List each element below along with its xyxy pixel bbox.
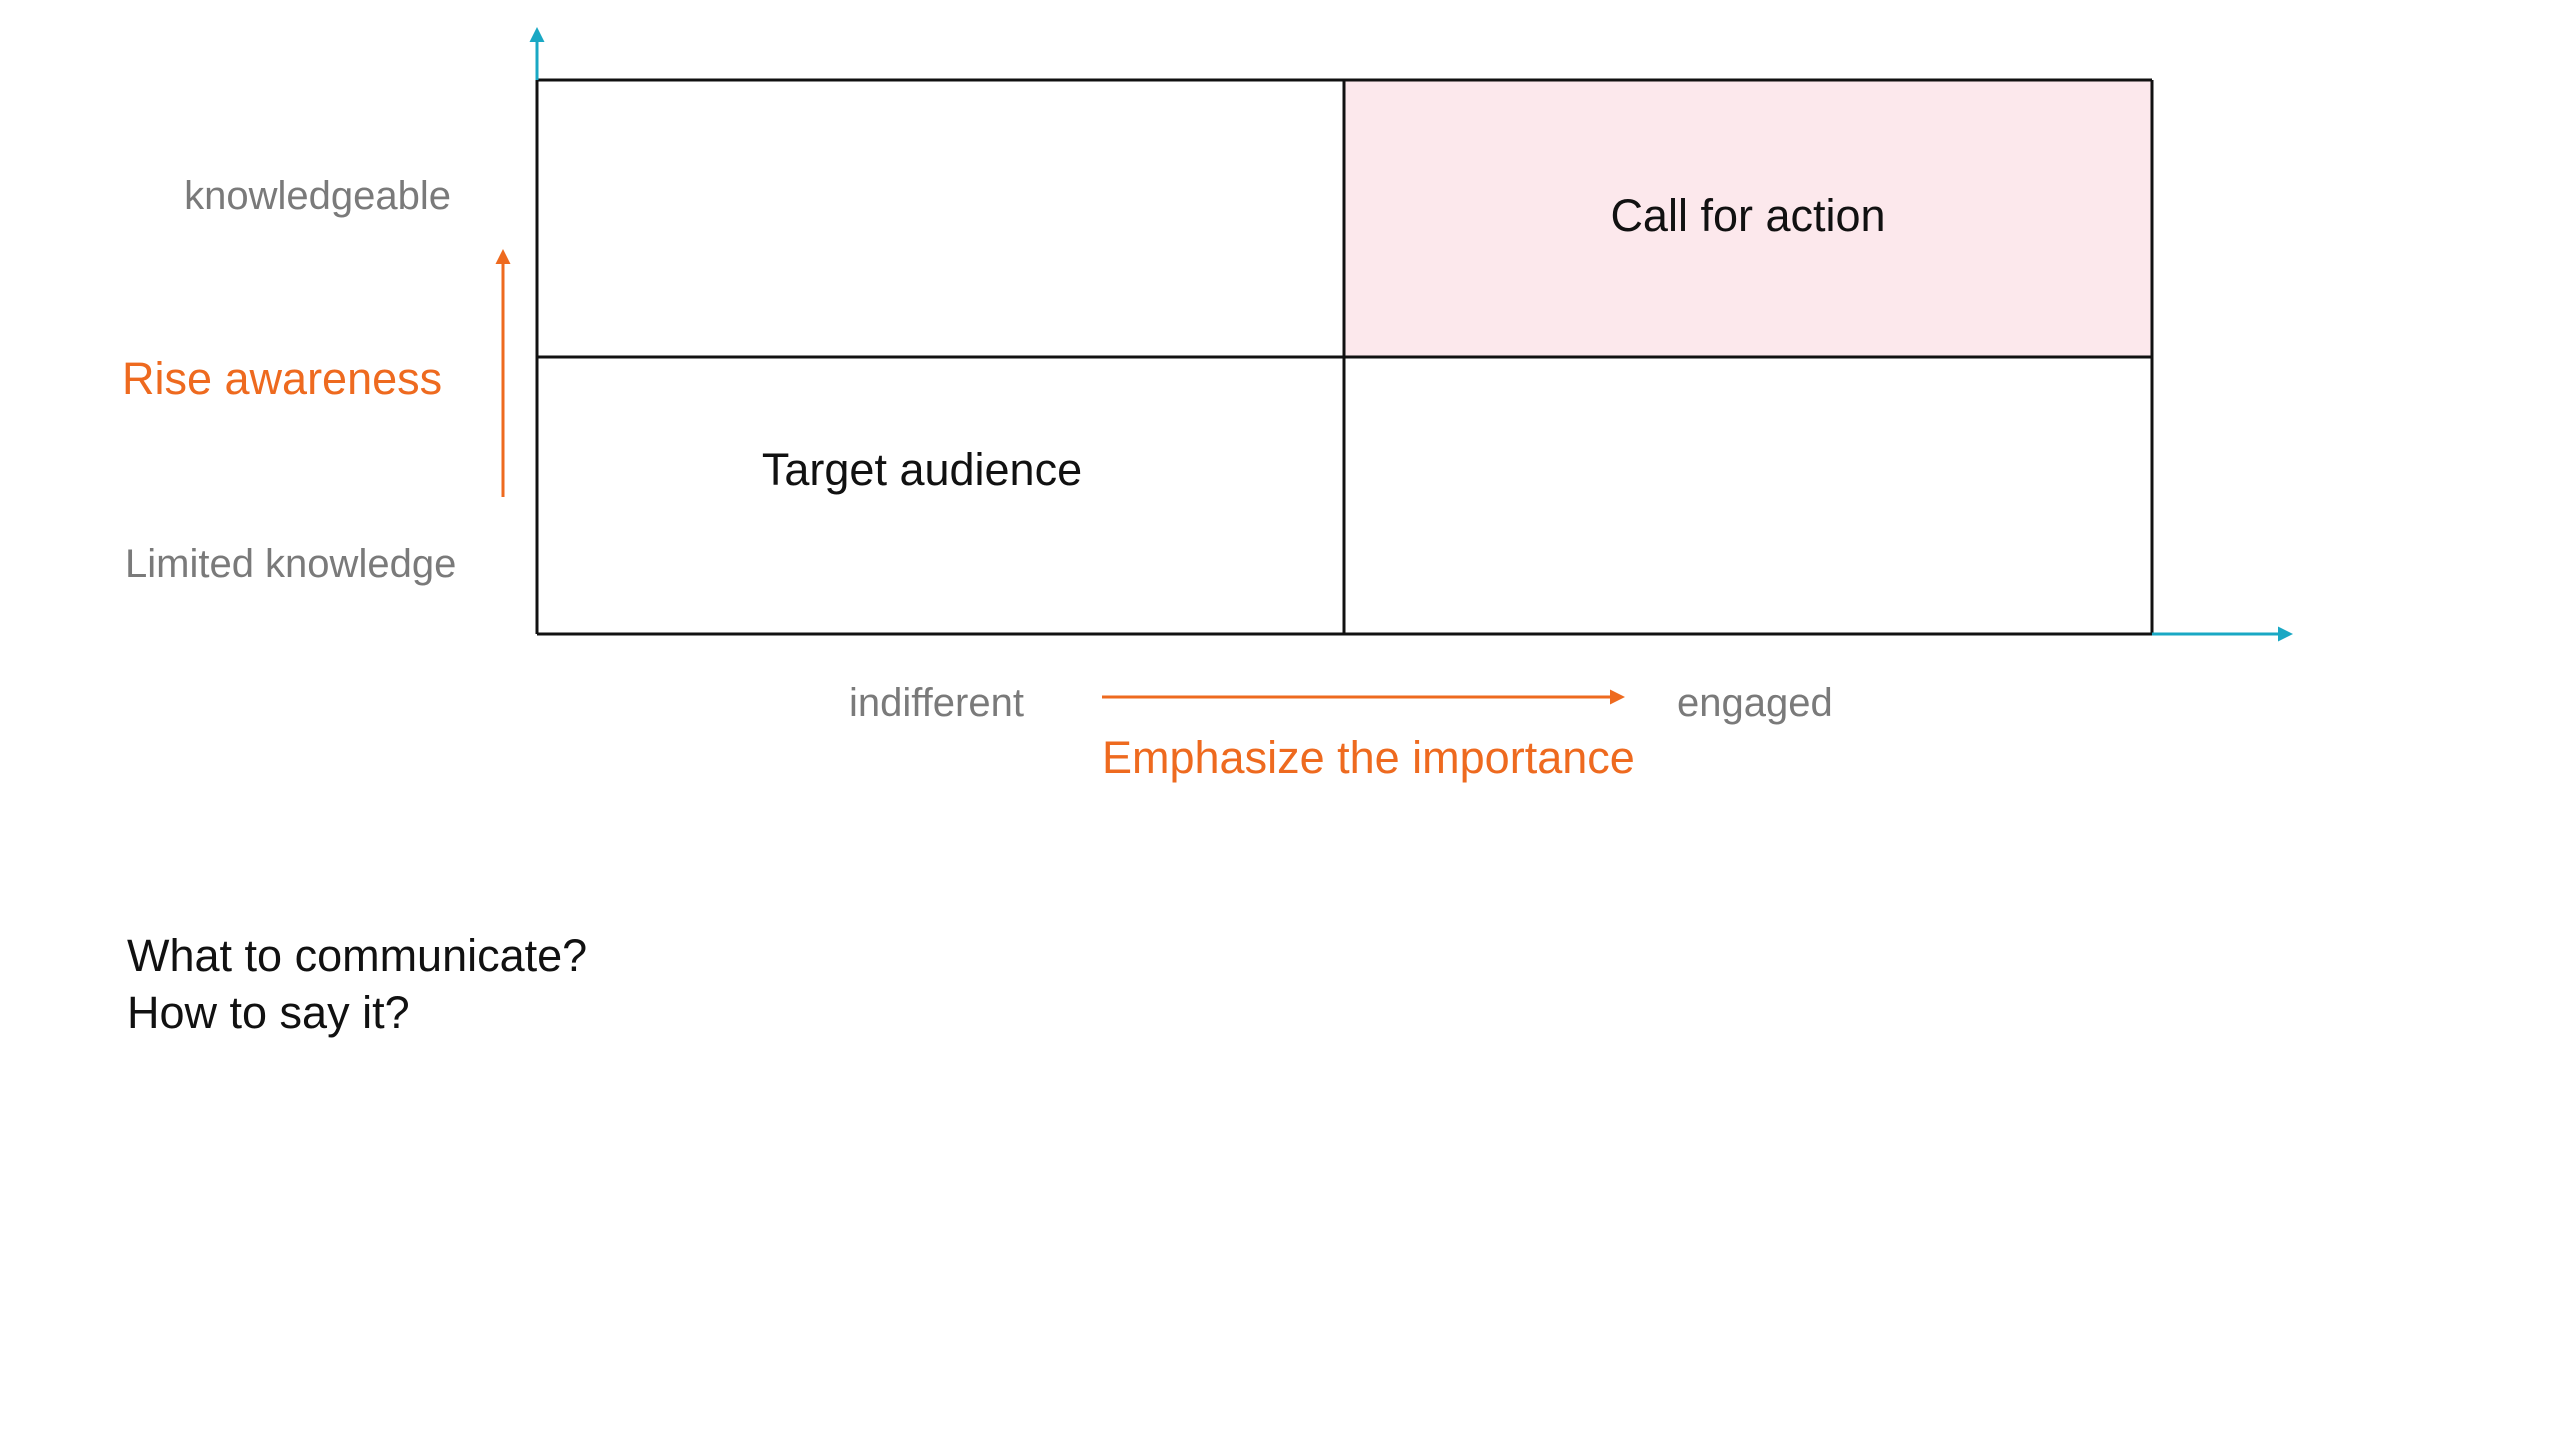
y-axis-bottom-label: Limited knowledge	[125, 542, 457, 586]
quadrant-bottom-left	[537, 357, 1344, 634]
quadrant-top-left	[537, 80, 1344, 357]
x-axis-direction-label: Emphasize the importance	[1102, 732, 1635, 783]
question-how: How to say it?	[127, 987, 410, 1038]
x-axis-right-label: engaged	[1677, 681, 1833, 725]
quadrant-top-right-label: Call for action	[1610, 190, 1886, 241]
quadrant-top-right	[1344, 80, 2152, 357]
y-axis-direction-label: Rise awareness	[122, 353, 443, 404]
x-axis-left-label: indifferent	[849, 681, 1024, 725]
quadrant-bottom-right	[1344, 357, 2152, 634]
question-what: What to communicate?	[127, 930, 588, 981]
y-axis-top-label: knowledgeable	[184, 174, 451, 218]
quadrant-bottom-left-label: Target audience	[761, 444, 1083, 495]
